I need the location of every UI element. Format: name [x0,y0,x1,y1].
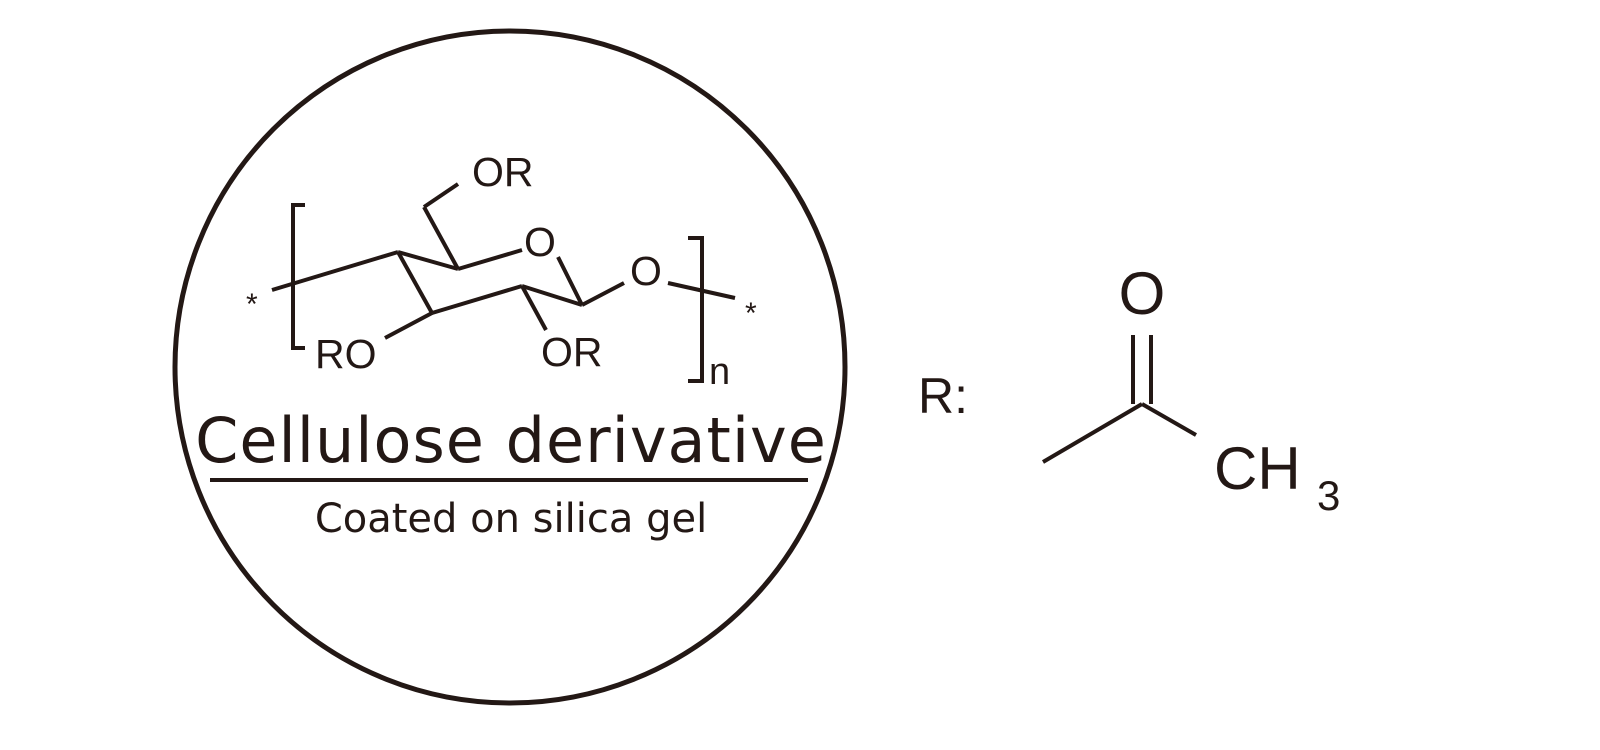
substituent-label: R: [918,368,968,424]
carbonyl-oxygen: O [1119,260,1166,327]
methyl-group: CH [1214,435,1301,502]
repeat-bracket-right [688,236,704,383]
atom-or-top: OR [472,149,534,195]
chain-end-left: * [246,288,258,321]
repeat-bracket-left [291,203,305,350]
atom-glycosidic-oxygen: O [630,248,662,294]
atom-or-right: OR [541,329,603,375]
diagram-title: Cellulose derivative [195,404,827,477]
repeat-count-n: n [709,351,730,393]
acetyl-group [1041,335,1197,464]
glucose-ring [271,182,736,340]
methyl-subscript: 3 [1317,472,1340,519]
atom-ring-oxygen: O [524,219,556,265]
diagram-subtitle: Coated on silica gel [315,496,707,542]
atom-or-left: RO [315,331,377,377]
chain-end-right: * [745,297,757,330]
silica-bead-circle [172,28,848,706]
